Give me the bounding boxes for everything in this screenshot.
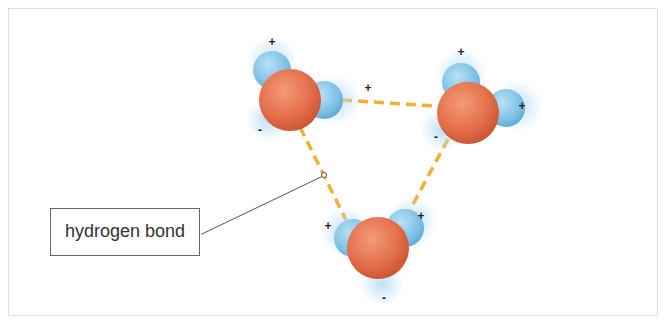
leader-line xyxy=(201,177,322,235)
water-molecule xyxy=(253,51,343,131)
water-molecule xyxy=(334,209,424,279)
charge-sign: + xyxy=(417,210,424,222)
charge-sign: - xyxy=(382,292,386,304)
charge-sign: + xyxy=(457,46,464,58)
panel-frame xyxy=(9,9,658,316)
callout-label: hydrogen bond xyxy=(65,221,185,241)
glows xyxy=(246,36,543,306)
callout-box: hydrogen bond xyxy=(50,208,200,256)
charge-sign: + xyxy=(364,82,371,94)
charge-sign: + xyxy=(324,220,331,232)
water-molecule xyxy=(437,63,525,144)
charge-sign: + xyxy=(518,100,525,112)
charge-sign: - xyxy=(258,124,262,136)
leader-dot xyxy=(322,173,327,178)
charge-sign: - xyxy=(434,131,438,143)
charge-sign: + xyxy=(268,36,275,48)
